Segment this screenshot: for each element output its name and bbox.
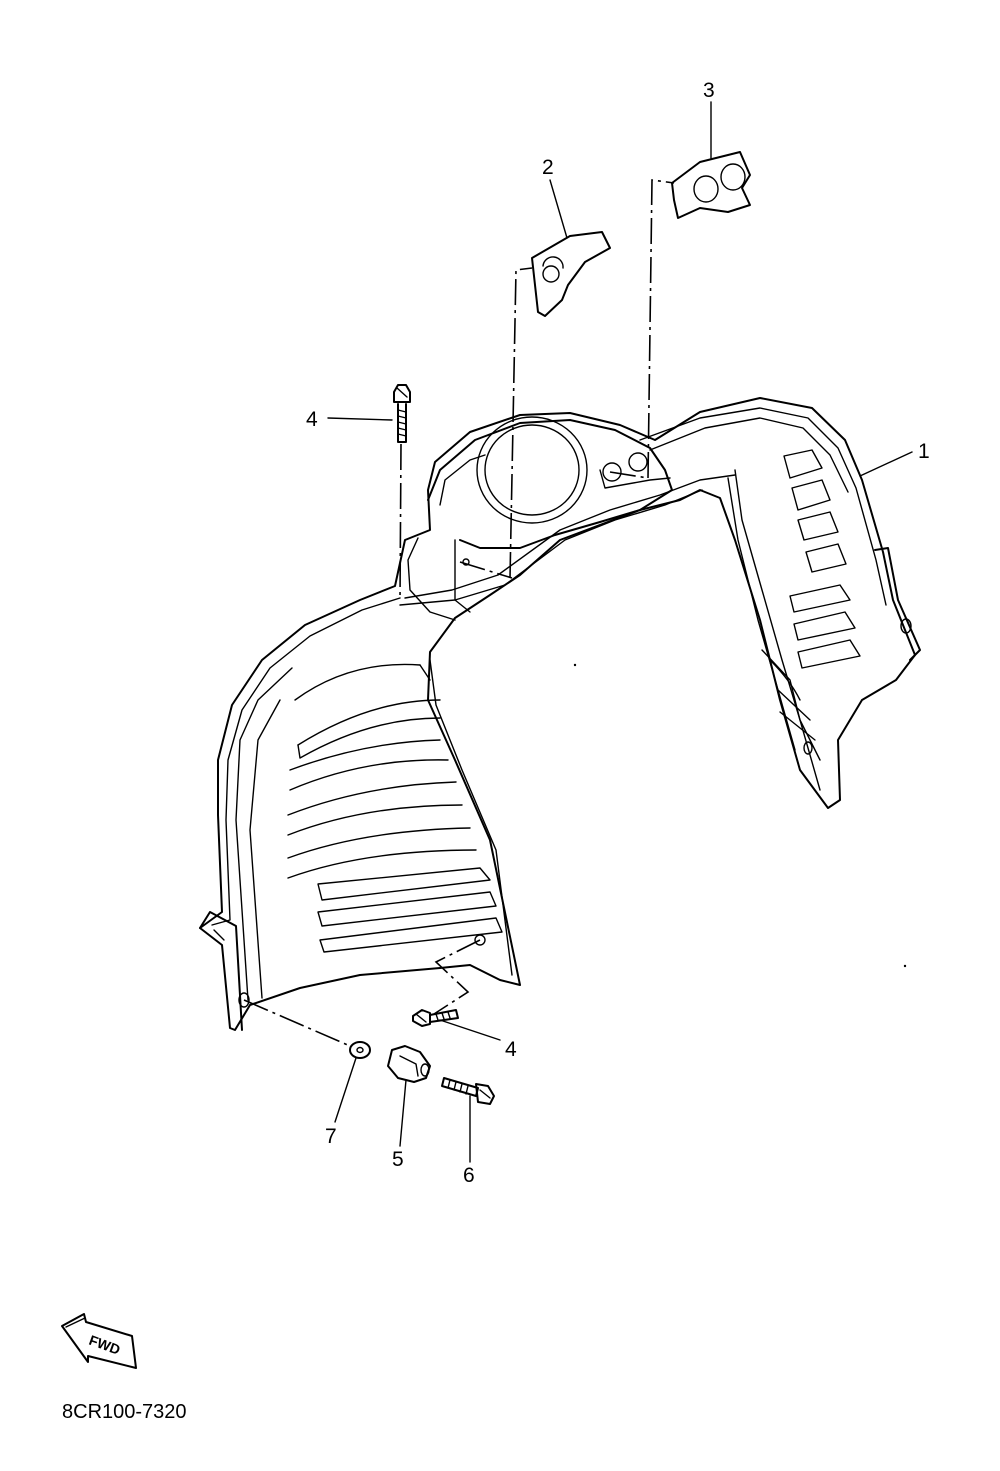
fwd-arrow-icon: FWD — [61, 1313, 137, 1369]
callout-3: 3 — [703, 79, 715, 102]
bolt-6 — [441, 1077, 495, 1105]
callout-1: 1 — [918, 440, 930, 463]
callout-4-lower: 4 — [505, 1038, 517, 1061]
callout-4-upper: 4 — [306, 408, 318, 431]
fwd-label: FWD — [87, 1332, 122, 1358]
diagram-code: 8CR100-7320 — [62, 1401, 187, 1423]
grommet-5 — [387, 1045, 431, 1083]
assembly-lines — [243, 179, 675, 1047]
callout-5: 5 — [392, 1148, 404, 1171]
main-panel — [199, 397, 921, 1031]
leader-lines — [327, 101, 913, 1163]
callout-7: 7 — [325, 1125, 337, 1148]
screw-4-lower — [412, 1009, 459, 1027]
washer-7 — [349, 1041, 371, 1059]
bracket-3 — [671, 151, 751, 219]
screw-4-upper — [393, 384, 411, 443]
callout-2: 2 — [542, 156, 554, 179]
callout-6: 6 — [463, 1164, 475, 1187]
bracket-2 — [531, 231, 611, 317]
